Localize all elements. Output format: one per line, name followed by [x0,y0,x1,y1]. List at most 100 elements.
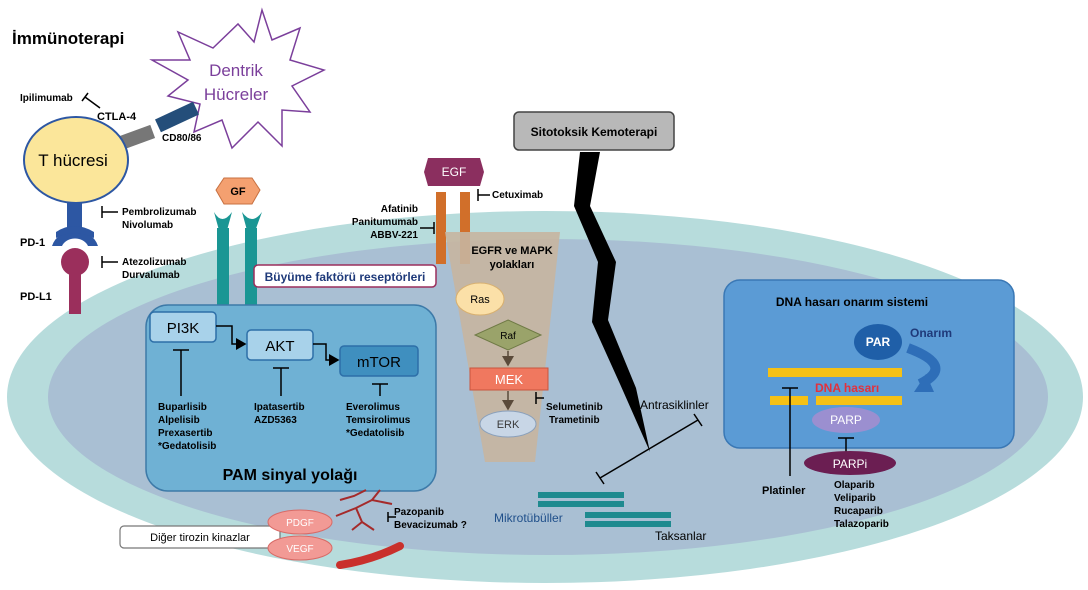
mtor-label: mTOR [357,354,401,371]
gf-receptor-label-box [253,264,437,288]
raf-label: Raf [500,331,516,342]
pam-title: PAM sinyal yolağı [223,467,358,484]
cetuximab-inhibit [477,189,490,201]
pdl1-inhibit [101,256,118,268]
akt-label: AKT [265,338,294,355]
gf-receptor-right [245,228,257,308]
par-node [854,324,902,360]
parpi-drug-4: Talazoparib [834,519,889,530]
cetuximab-label: Cetuximab [492,190,543,201]
dna-repair-box [723,279,1015,449]
pi3k-to-akt-arrow [216,325,247,350]
gf-receptor-left [217,228,229,308]
mek-inhibit [535,392,544,404]
parp-label: PARP [830,413,862,427]
blood-vessel [336,542,404,569]
egfr-tki-inhibit [420,222,435,234]
panitumumab-label: Panitumumab [352,217,418,228]
pi3k-drug-3: Prexasertib [158,428,212,439]
akt-to-mtor-arrow [313,343,340,366]
microtubule-3 [585,512,671,518]
pembrolizumab-label: Pembrolizumab [122,207,196,218]
par-label: PAR [866,335,891,349]
dendritic-cell-star [149,7,327,150]
egfr-left [436,192,446,264]
pd1-receptor [56,226,94,238]
trametinib-label: Trametinib [549,415,600,426]
mtor-box [339,345,419,377]
parpi-inhibit [838,437,854,452]
pd1-inhibit [101,206,118,218]
chemo-box [513,111,675,151]
parpi-drug-3: Rucaparib [834,506,883,517]
microtubule-2 [538,501,624,507]
parp-node [812,407,880,433]
akt-drug-1: Ipatasertib [254,402,305,413]
pd1-label: PD-1 [20,237,45,249]
mapk-title-2: yolakları [490,259,535,271]
egf-ligand [424,158,484,186]
parpi-drug-2: Veliparib [834,493,876,504]
pdgf-label: PDGF [286,518,314,529]
akt-drug-2: AZD5363 [254,415,297,426]
selumetinib-label: Selumetinib [546,402,603,413]
mtor-drug-3: *Gedatolisib [346,428,404,439]
cd80-86-label: CD80/86 [162,133,202,144]
erk-label: ERK [497,419,520,431]
vegf-node [267,535,333,561]
gf-ligand [215,177,261,205]
anthracycline-inhibit [595,413,703,485]
cd80-86-bar [155,101,199,133]
mapk-title-1: EGFR ve MAPK [471,245,552,257]
pi3k-drug-4: *Gedatolisib [158,441,216,452]
mek-node [469,367,549,391]
akt-box [246,329,314,361]
pi3k-drug-1: Buparlisib [158,402,207,413]
microtubule-1 [538,492,624,498]
pdl1-head [61,248,89,276]
page-title: İmmünoterapi [12,29,124,48]
dna-strand-bottom-right [816,396,902,405]
t-cell-label: T hücresi [38,151,108,170]
pdgf-node [267,509,333,535]
mtor-inhibit [372,383,388,396]
other-tk-box [119,525,281,549]
chemo-lightning [574,152,650,452]
dna-strand-bottom-left [770,396,808,405]
platinum-label: Platinler [762,485,806,497]
akt-inhibit [273,367,289,396]
raf-node [473,319,543,351]
abbv221-label: ABBV-221 [370,230,418,241]
pazopanib-label: Pazopanib [394,507,444,518]
afatinib-label: Afatinib [381,204,418,215]
taxanes-label: Taksanlar [655,529,706,543]
parpi-node [804,451,896,475]
ipilimumab-label: Ipilimumab [20,93,73,104]
microtubule-label: Mikrotübüller [494,511,563,525]
mek-label: MEK [495,372,524,387]
pi3k-label: PI3K [167,320,200,337]
pi3k-drug-2: Alpelisib [158,415,200,426]
pdl1-stem [69,270,81,314]
ras-label: Ras [470,294,490,306]
blood-vessel-branches [335,489,393,531]
pi3k-box [149,311,217,343]
nivolumab-label: Nivolumab [122,220,173,231]
dendritic-label-1: Dentrik [209,61,263,80]
other-tk-label: Diğer tirozin kinazlar [150,532,250,544]
repair-arrow-head [914,374,934,392]
mtor-drug-2: Temsirolimus [346,415,411,426]
bevacizumab-label: Bevacizumab ? [394,520,467,531]
microtubule-4 [585,521,671,527]
egfr-right [460,192,470,264]
gf-receptor-label: Büyüme faktörü reseptörleri [265,270,426,284]
ras-node [455,282,505,316]
chemo-label: Sitotoksik Kemoterapi [531,125,658,139]
egf-label: EGF [442,165,467,179]
mtor-drug-1: Everolimus [346,402,400,413]
vegf-label: VEGF [286,544,313,555]
ctla4-label: CTLA-4 [97,111,137,123]
vegf-inhibit [387,512,396,522]
erk-node [479,410,537,438]
